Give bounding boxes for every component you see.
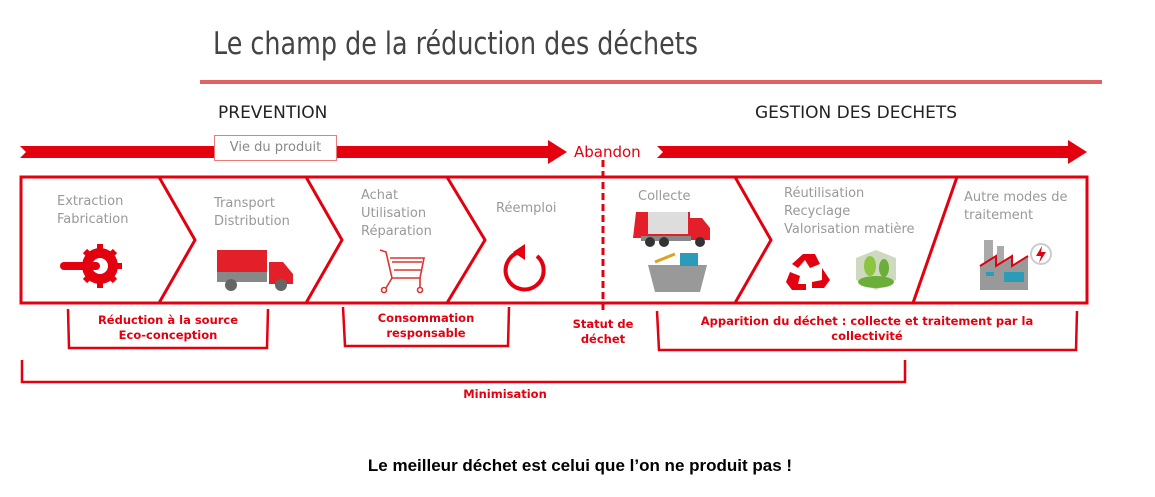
title-underline (200, 80, 1102, 84)
step-line: Extraction (57, 194, 124, 209)
page-title: Le champ de la réduction des déchets (213, 26, 698, 62)
waste-arrow (657, 140, 1087, 164)
label-line: déchet (580, 332, 626, 346)
step-autre-modes: Autre modes de traitement (964, 189, 1067, 225)
step-line: Transport (214, 196, 276, 211)
abandon-label: Abandon (574, 143, 641, 161)
product-life-arrow (20, 140, 1087, 164)
brackets (20, 306, 1079, 384)
label-line: collectivité (831, 329, 903, 343)
step-line: Réutilisation (784, 186, 865, 201)
label-line: Eco-conception (118, 328, 218, 342)
recycle-icon (786, 254, 830, 290)
step-line: Collecte (638, 189, 691, 204)
step-line: Autre modes de (964, 190, 1068, 205)
label-line: responsable (386, 326, 466, 340)
step-line: Réparation (361, 224, 432, 239)
step-line: Distribution (214, 214, 290, 229)
step-reemploi: Réemploi (496, 200, 557, 218)
apparition-label: Apparition du déchet : collecte et trait… (657, 314, 1077, 344)
step-line: traitement (964, 208, 1034, 223)
minimisation-label: Minimisation (463, 387, 547, 401)
step-line: Valorisation matière (784, 222, 915, 237)
step-line: Achat (361, 188, 399, 203)
truck-icon (217, 250, 293, 291)
label-line: Statut de (572, 317, 634, 331)
process-box (19, 175, 1089, 305)
step-line: Réemploi (496, 201, 557, 216)
garbage-truck-icon (633, 212, 710, 292)
quote: Le meilleur déchet est celui que l’on ne… (367, 456, 793, 475)
factory-icon (979, 240, 1052, 290)
shopping-cart-icon (379, 249, 425, 294)
vie-du-produit-label: Vie du produit (214, 135, 337, 161)
gear-wrench-icon (60, 244, 122, 288)
step-line: Recyclage (784, 204, 851, 219)
gestion-heading: GESTION DES DECHETS (755, 103, 958, 123)
reuse-cycle-icon (503, 244, 546, 292)
step-line: Utilisation (361, 206, 427, 221)
prevention-heading: PREVENTION (218, 103, 328, 123)
trees-icon (856, 250, 896, 290)
step-line: Fabrication (57, 212, 129, 227)
label-line: Apparition du déchet : collecte et trait… (700, 314, 1034, 328)
label-line: Consommation (377, 311, 475, 325)
label-line: Réduction à la source (97, 313, 239, 327)
step-collecte: Collecte (638, 188, 691, 206)
